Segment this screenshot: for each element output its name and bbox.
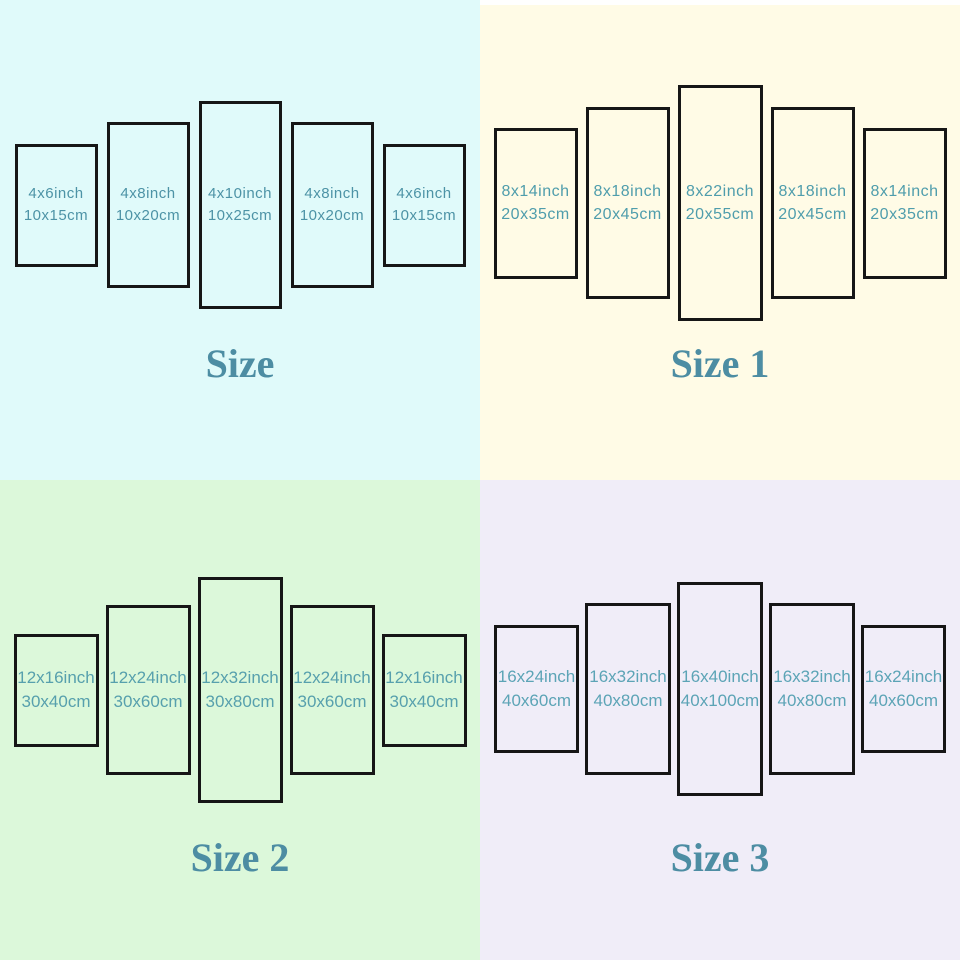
size-cm-label: 40x100cm	[680, 691, 760, 710]
size-cm-label: 10x20cm	[115, 207, 181, 224]
panel-size-label: 8x18inch 20x45cm	[593, 180, 661, 226]
canvas-panel: 12x16inch 30x40cm	[381, 633, 467, 747]
size-cm-label: 30x60cm	[297, 692, 367, 711]
size-inch-label: 4x6inch	[28, 185, 84, 202]
canvas-panel: 16x32inch 40x80cm	[585, 603, 671, 775]
size-cm-label: 20x45cm	[593, 206, 662, 223]
canvas-panel: 8x14inch 20x35cm	[493, 127, 578, 279]
canvas-panel: 4x6inch 10x15cm	[382, 143, 466, 267]
size-inch-label: 8x14inch	[870, 183, 939, 200]
panel-size-label: 4x8inch 10x20cm	[300, 183, 364, 227]
size-cm-label: 20x35cm	[870, 206, 939, 223]
size-cm-label: 40x60cm	[869, 691, 938, 710]
canvas-panel: 16x24inch 40x60cm	[494, 625, 579, 753]
canvas-panel: 12x24inch 30x60cm	[289, 605, 375, 775]
size-inch-label: 16x24inch	[864, 667, 943, 686]
panel-size-label: 16x32inch 40x80cm	[589, 665, 667, 713]
panel-size-label: 4x8inch 10x20cm	[116, 183, 180, 227]
white-edge-strip	[480, 0, 960, 5]
canvas-panel: 8x22inch 20x55cm	[677, 85, 763, 321]
size-group-title: Size 3	[670, 835, 770, 880]
size-inch-label: 4x8inch	[120, 185, 176, 202]
size-cm-label: 20x45cm	[778, 206, 847, 223]
panel-size-label: 16x40inch 40x100cm	[681, 665, 759, 713]
size-inch-label: 16x32inch	[589, 667, 667, 686]
canvas-panel: 8x18inch 20x45cm	[770, 107, 855, 299]
canvas-panel: 4x8inch 10x20cm	[290, 122, 374, 288]
canvas-panel: 12x24inch 30x60cm	[105, 605, 191, 775]
size-inch-label: 8x18inch	[778, 183, 847, 200]
panel-size-label: 4x10inch 10x25cm	[208, 183, 272, 227]
canvas-panel: 12x32inch 30x80cm	[197, 577, 283, 803]
size-cm-label: 20x35cm	[501, 206, 570, 223]
size-inch-label: 16x24inch	[497, 667, 576, 686]
size-cm-label: 30x80cm	[205, 692, 275, 711]
panel-size-label: 12x16inch 30x40cm	[385, 666, 463, 714]
panel-size-label: 16x24inch 40x60cm	[498, 665, 576, 713]
size-inch-label: 16x32inch	[773, 667, 851, 686]
panel-size-label: 4x6inch 10x15cm	[392, 183, 456, 227]
canvas-panel: 16x40inch 40x100cm	[677, 582, 763, 796]
panel-row: 8x14inch 20x35cm 8x18inch 20x45cm 8x22in…	[480, 85, 960, 321]
size-inch-label: 16x40inch	[681, 667, 759, 686]
canvas-panel: 4x6inch 10x15cm	[14, 143, 98, 267]
size-cm-label: 10x15cm	[23, 207, 89, 224]
size-cm-label: 40x80cm	[777, 691, 847, 710]
size-group-title: Size 1	[670, 341, 770, 386]
size-cm-label: 30x40cm	[21, 692, 91, 711]
panel-size-label: 12x32inch 30x80cm	[201, 666, 279, 714]
size-inch-label: 12x32inch	[201, 668, 279, 687]
size-group-title: Size	[205, 341, 275, 386]
size-cm-label: 30x60cm	[113, 692, 183, 711]
quadrant-size-1: 8x14inch 20x35cm 8x18inch 20x45cm 8x22in…	[480, 0, 960, 480]
size-cm-label: 40x80cm	[593, 691, 663, 710]
panel-size-label: 12x24inch 30x60cm	[293, 666, 371, 714]
size-cm-label: 10x25cm	[207, 207, 273, 224]
size-cm-label: 30x40cm	[389, 692, 459, 711]
panel-size-label: 8x22inch 20x55cm	[686, 180, 754, 226]
canvas-panel: 16x32inch 40x80cm	[769, 603, 855, 775]
size-inch-label: 8x18inch	[593, 183, 662, 200]
size-cm-label: 10x20cm	[299, 207, 365, 224]
quadrant-size-2: 12x16inch 30x40cm 12x24inch 30x60cm 12x3…	[0, 480, 480, 960]
panel-row: 12x16inch 30x40cm 12x24inch 30x60cm 12x3…	[0, 577, 480, 803]
size-inch-label: 4x8inch	[304, 185, 360, 202]
canvas-panel: 4x10inch 10x25cm	[198, 101, 282, 309]
canvas-panel: 8x18inch 20x45cm	[585, 107, 670, 299]
canvas-panel: 16x24inch 40x60cm	[861, 625, 946, 753]
size-group-title: Size 2	[190, 835, 290, 880]
size-inch-label: 4x6inch	[396, 185, 452, 202]
size-inch-label: 8x14inch	[501, 183, 570, 200]
size-cm-label: 40x60cm	[502, 691, 571, 710]
panel-size-label: 12x24inch 30x60cm	[109, 666, 187, 714]
panel-row: 16x24inch 40x60cm 16x32inch 40x80cm 16x4…	[480, 582, 960, 796]
panel-size-label: 4x6inch 10x15cm	[24, 183, 88, 227]
panel-size-label: 8x18inch 20x45cm	[778, 180, 846, 226]
size-cm-label: 10x15cm	[391, 207, 457, 224]
panel-size-label: 8x14inch 20x35cm	[870, 180, 938, 226]
quadrant-size-3: 16x24inch 40x60cm 16x32inch 40x80cm 16x4…	[480, 480, 960, 960]
size-inch-label: 4x10inch	[207, 185, 273, 202]
panel-size-label: 12x16inch 30x40cm	[17, 666, 95, 714]
size-inch-label: 12x16inch	[385, 668, 463, 687]
panel-size-label: 16x24inch 40x60cm	[865, 665, 943, 713]
panel-row: 4x6inch 10x15cm 4x8inch 10x20cm 4x10inch…	[0, 101, 480, 309]
size-inch-label: 12x16inch	[17, 668, 95, 687]
panel-size-label: 16x32inch 40x80cm	[773, 665, 851, 713]
size-inch-label: 12x24inch	[293, 668, 371, 687]
panel-size-label: 8x14inch 20x35cm	[501, 180, 569, 226]
size-cm-label: 20x55cm	[685, 206, 755, 223]
size-inch-label: 12x24inch	[109, 668, 187, 687]
canvas-panel: 8x14inch 20x35cm	[862, 127, 947, 279]
canvas-panel: 12x16inch 30x40cm	[13, 633, 99, 747]
size-inch-label: 8x22inch	[685, 183, 755, 200]
quadrant-size: 4x6inch 10x15cm 4x8inch 10x20cm 4x10inch…	[0, 0, 480, 480]
canvas-panel: 4x8inch 10x20cm	[106, 122, 190, 288]
